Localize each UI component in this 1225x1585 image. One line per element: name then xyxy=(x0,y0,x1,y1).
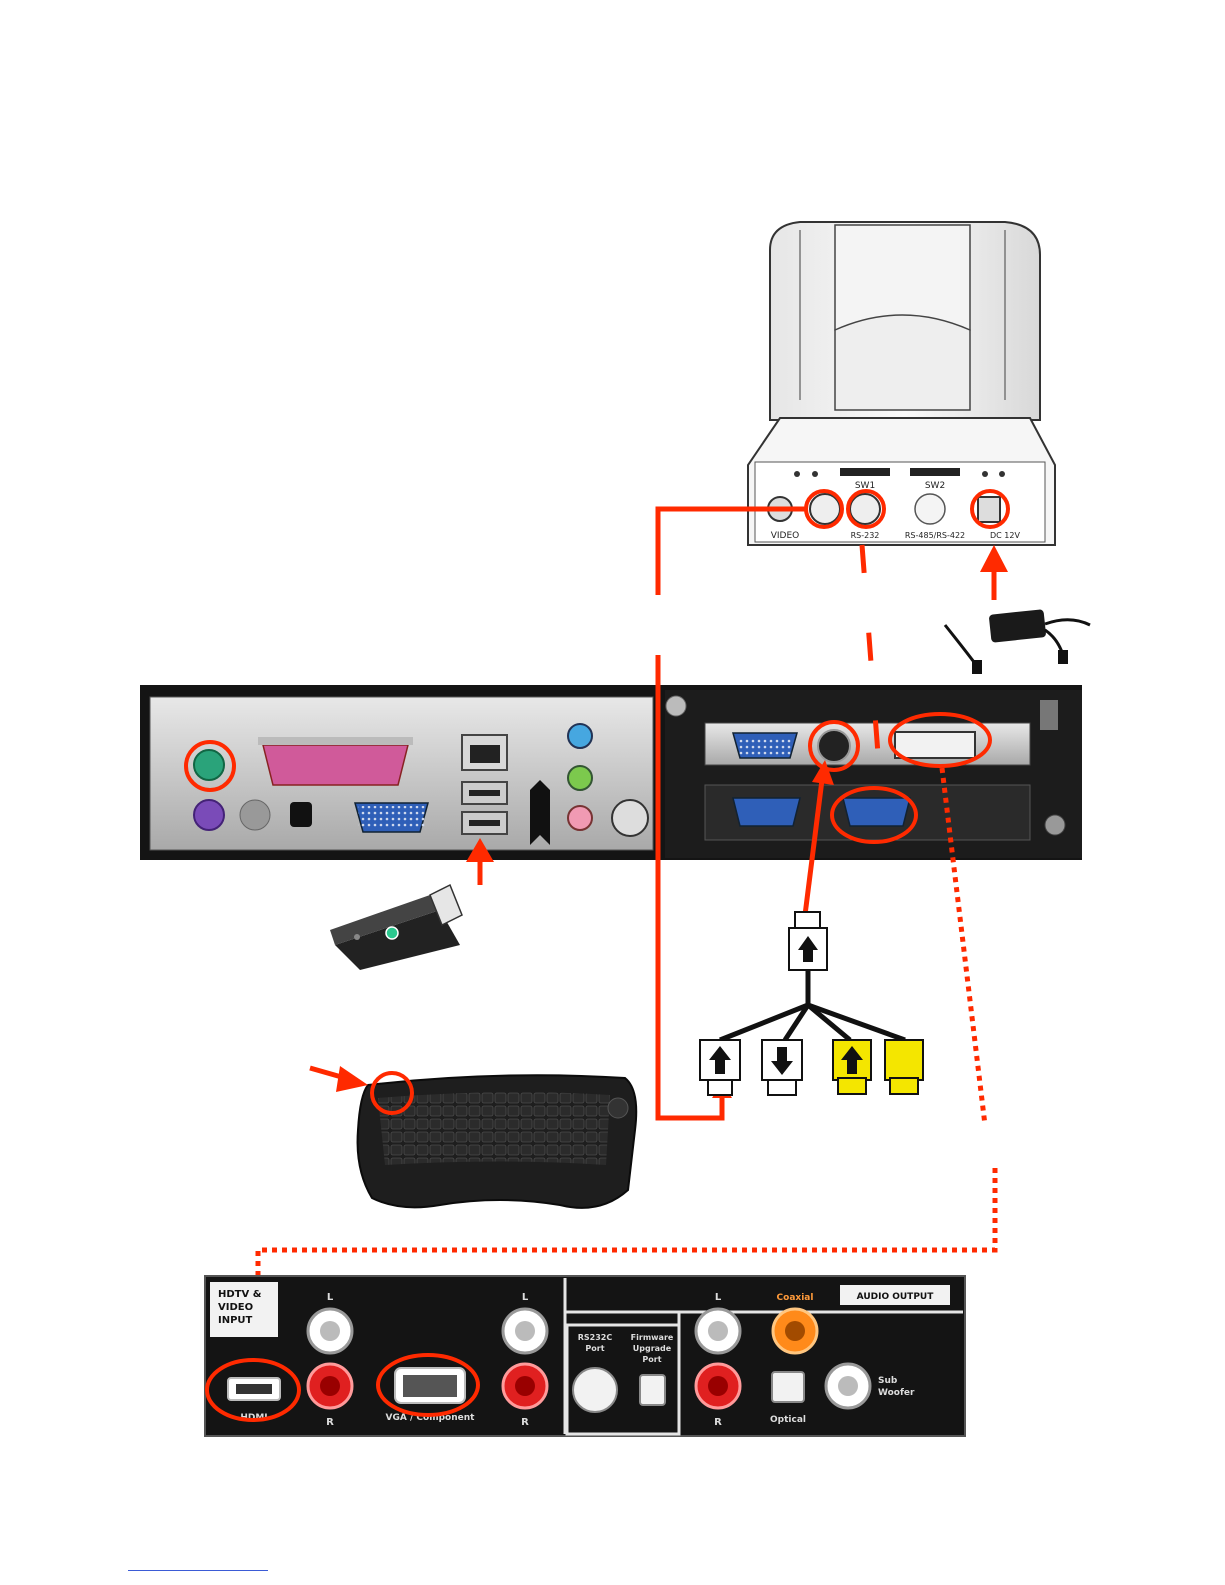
footer-link-underline xyxy=(128,1570,268,1571)
left-channel-label-2: L xyxy=(522,1292,529,1303)
power-adapter-icon xyxy=(945,609,1090,674)
sub-woofer-line1: Sub xyxy=(878,1376,898,1386)
firmware-label-line1: Firmware xyxy=(631,1333,674,1342)
coaxial-label: Coaxial xyxy=(777,1293,814,1303)
camera-video-label: VIDEO xyxy=(771,531,800,541)
hdtv-input-line1: HDTV & xyxy=(218,1289,262,1300)
usb-dongle-icon xyxy=(330,885,462,970)
ptz-camera-icon: VIDEO SW1 SW2 RS-232 RS-485/RS-422 DC 12… xyxy=(748,222,1055,545)
camera-rs485-label: RS-485/RS-422 xyxy=(905,531,965,540)
hdtv-input-line3: INPUT xyxy=(218,1315,253,1326)
keyboard-icon xyxy=(358,1075,637,1208)
rs232c-label-line1: RS232C xyxy=(578,1333,613,1342)
left-channel-label-1: L xyxy=(327,1292,334,1303)
sub-woofer-line2: Woofer xyxy=(878,1388,915,1398)
camera-dc-label: DC 12V xyxy=(990,531,1020,540)
right-channel-label-3: R xyxy=(714,1417,722,1428)
camera-rs232-label: RS-232 xyxy=(851,531,880,540)
firmware-label-line3: Port xyxy=(642,1355,661,1364)
camera-sw2-label: SW2 xyxy=(925,481,945,491)
right-channel-label-1: R xyxy=(326,1417,334,1428)
svideo-breakout-cable xyxy=(700,912,923,1095)
hdtv-input-line2: VIDEO xyxy=(218,1302,253,1313)
power-arrow-head xyxy=(980,545,1008,572)
left-channel-label-3: L xyxy=(715,1292,722,1303)
rs232c-label-line2: Port xyxy=(585,1344,604,1353)
audio-output-label: AUDIO OUTPUT xyxy=(857,1292,935,1302)
optical-label: Optical xyxy=(770,1415,806,1425)
av-receiver-panel: HDTV & VIDEO INPUT L L L R R R HDMI VGA … xyxy=(205,1276,965,1436)
firmware-label-line2: Upgrade xyxy=(633,1344,672,1353)
right-channel-label-2: R xyxy=(521,1417,529,1428)
keyboard-arrow-head xyxy=(336,1066,368,1092)
